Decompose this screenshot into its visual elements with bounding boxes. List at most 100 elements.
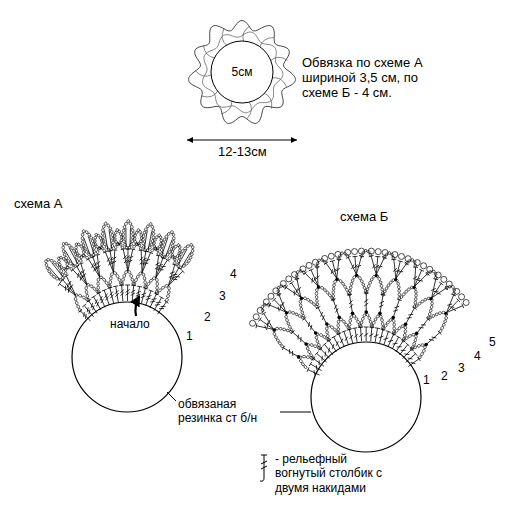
chain-stitch (277, 286, 280, 290)
stitch-slash (364, 299, 368, 302)
stitch-slash (281, 302, 284, 306)
chain-stitch (392, 330, 395, 333)
chain-stitch (140, 233, 143, 236)
stitch-slash (81, 274, 83, 279)
stitch-slash (126, 292, 130, 295)
chain-stitch (442, 323, 446, 327)
chain-stitch (381, 291, 384, 294)
chain-stitch (95, 233, 98, 236)
stitch-slash (433, 291, 438, 292)
chain-stitch (287, 322, 291, 326)
chain-stitch (320, 258, 324, 261)
picot (306, 262, 312, 268)
stitch-slash (100, 296, 102, 300)
stitch-slash (328, 348, 329, 353)
stitch-bar (352, 256, 357, 257)
chain-stitch (368, 316, 372, 320)
chain-stitch (261, 309, 264, 312)
stitch (394, 259, 396, 278)
chain-stitch (57, 257, 60, 260)
stitch-slash (411, 362, 416, 363)
chain-stitch (78, 294, 82, 298)
stitch (415, 267, 416, 286)
chain-stitch (402, 337, 405, 341)
chain-stitch (392, 256, 395, 260)
stitch-slash (124, 259, 127, 263)
chain-stitch (82, 296, 86, 300)
chain-stitch (445, 316, 448, 319)
chain-stitch (160, 248, 163, 251)
stitch-slash (110, 292, 113, 296)
stitch-slash (374, 335, 378, 337)
chain-stitch (179, 249, 182, 252)
chain-stitch (172, 237, 175, 240)
stitch-slash (110, 257, 113, 261)
stitch-slash (85, 314, 87, 319)
chain-stitch (319, 333, 323, 337)
stitch (396, 263, 407, 278)
chain-stitch (404, 330, 407, 333)
picot (250, 320, 256, 326)
ruffle-fold (221, 100, 232, 114)
chain-stitch (144, 285, 148, 289)
chain-guide (383, 280, 399, 300)
stitch (447, 300, 459, 312)
chain-stitch (302, 270, 306, 274)
stitch-slash (67, 283, 68, 288)
chain-stitch (405, 261, 409, 265)
ruffle-fold (247, 101, 251, 119)
chain-stitch (325, 327, 328, 330)
chain-stitch (380, 318, 383, 322)
stitch-slash (447, 304, 452, 305)
chain-stitch (101, 232, 104, 235)
stitch-slash (110, 294, 113, 298)
stitch-slash (333, 269, 336, 273)
chain-stitch (432, 270, 435, 273)
chain-stitch (337, 320, 340, 324)
stitch-bar (309, 269, 314, 271)
chain-stitch (57, 260, 60, 263)
chain-stitch (445, 286, 449, 290)
chain-guide (110, 273, 122, 288)
stitch-slash (159, 308, 164, 309)
stitch-slash (345, 337, 348, 341)
stitch (310, 364, 321, 371)
stitch (141, 250, 143, 273)
stitch-bar (112, 249, 117, 250)
stitch-slash (68, 288, 69, 293)
chain-guide (300, 357, 313, 370)
chain-stitch (288, 325, 292, 329)
stitch-slash (105, 294, 108, 298)
relief-dot (351, 312, 355, 316)
chain-stitch (367, 284, 371, 288)
chain-stitch (302, 355, 305, 358)
chain-stitch (133, 237, 136, 240)
stitch-slash (94, 267, 96, 272)
stitch-slash (436, 293, 441, 295)
chain-stitch (154, 247, 158, 251)
chain-stitch (381, 322, 384, 325)
stitch-bar (352, 327, 357, 329)
relief-stitch (52, 263, 63, 277)
chain-stitch (295, 312, 299, 316)
stitch-bar (137, 286, 142, 288)
note-label: обвязаная резинка ст б/н (178, 398, 278, 426)
chain-guide (75, 295, 88, 311)
stitch (137, 287, 140, 303)
chain-stitch (144, 285, 147, 288)
chain-stitch (286, 329, 290, 332)
chain-stitch (429, 309, 432, 313)
symbol-stem (264, 455, 265, 478)
stitch (396, 261, 400, 278)
stitch-slash (393, 343, 398, 345)
chain-stitch (349, 286, 352, 289)
stitch-slash (169, 276, 174, 278)
relief-stitch (65, 250, 74, 266)
chain-stitch (85, 290, 88, 294)
chain-stitch (109, 280, 112, 284)
stitch-slash (449, 306, 454, 308)
chain-stitch (299, 304, 302, 307)
stitch-slash (354, 334, 357, 338)
chain-stitch (326, 331, 329, 335)
stitch (73, 270, 87, 285)
